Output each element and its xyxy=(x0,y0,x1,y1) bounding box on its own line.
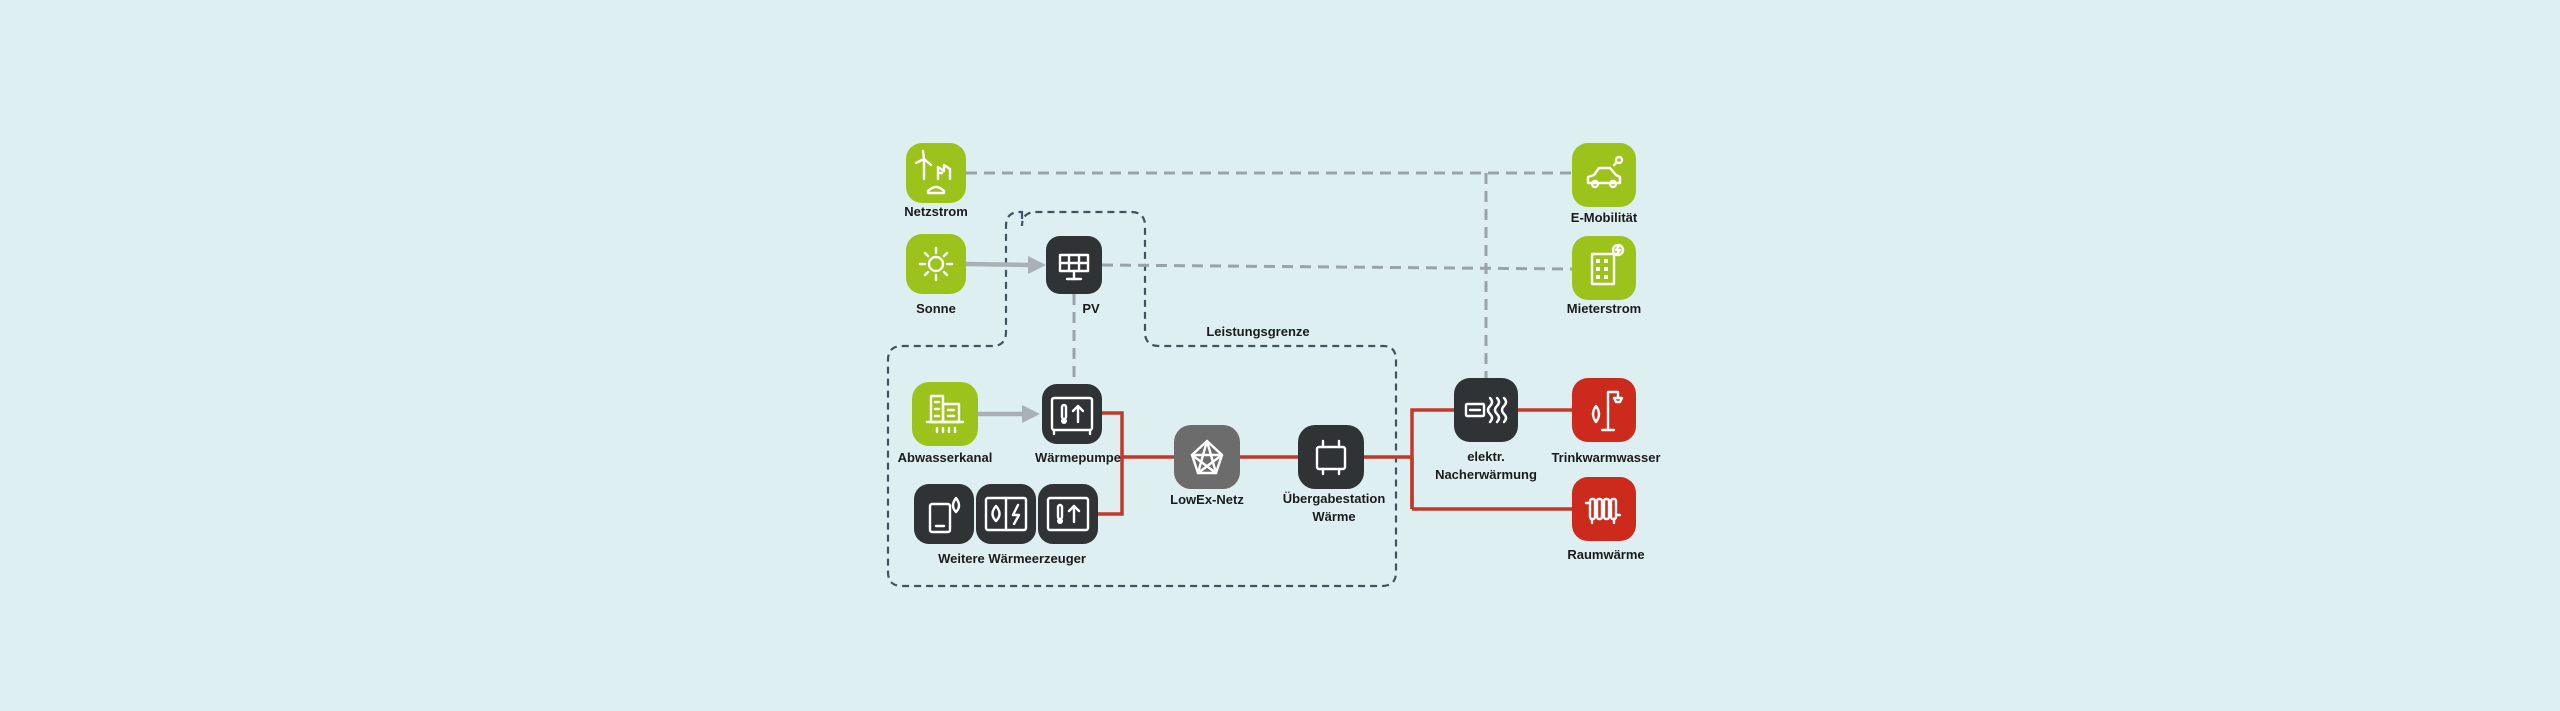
grid-connections xyxy=(966,171,1573,383)
weitere-tile-1 xyxy=(914,484,974,544)
netzstrom-label: Netzstrom xyxy=(904,204,968,219)
electric-heater-icon xyxy=(1464,396,1508,424)
raumwaerme-label: Raumwärme xyxy=(1567,547,1644,562)
gas-electric-icon xyxy=(984,496,1028,532)
heat-pump-icon xyxy=(1050,396,1094,436)
node-weitere-waermeerzeuger: Weitere Wärmeerzeuger xyxy=(914,484,1098,566)
power-grid-icon xyxy=(914,149,952,195)
nacherwaermung-label-line2: Nacherwärmung xyxy=(1435,467,1537,482)
conn-waermepumpe-lowex xyxy=(1102,411,1174,459)
waermepumpe-label: Wärmepumpe xyxy=(1035,450,1121,465)
node-abwasserkanal: Abwasserkanal xyxy=(898,382,993,465)
pv-label: PV xyxy=(1082,301,1100,316)
node-nacherwaermung: elektr. Nacherwärmung xyxy=(1435,378,1537,482)
weitere-label: Weitere Wärmeerzeuger xyxy=(938,551,1086,566)
network-icon xyxy=(1190,439,1224,475)
source-arrows xyxy=(965,256,1046,423)
nacherwaermung-tile xyxy=(1454,378,1518,442)
node-lowex-netz: LowEx-Netz xyxy=(1170,425,1244,507)
boiler-icon xyxy=(928,496,961,534)
conn-pv-mieterstrom xyxy=(1101,263,1573,271)
nacherwaermung-label-line1: elektr. xyxy=(1467,449,1505,464)
mieterstrom-label: Mieterstrom xyxy=(1567,301,1641,316)
heat-connections xyxy=(1098,408,1572,516)
tenant-building-icon xyxy=(1590,243,1625,286)
arrow-sonne-pv-head xyxy=(1028,256,1046,274)
emobilitaet-label: E-Mobilität xyxy=(1571,210,1638,225)
conn-weitere-lowex xyxy=(1098,457,1124,516)
uebergabe-label-line1: Übergabestation xyxy=(1283,491,1386,506)
sonne-label: Sonne xyxy=(916,301,956,316)
node-raumwaerme: Raumwärme xyxy=(1567,477,1645,562)
transfer-station-icon xyxy=(1315,439,1347,476)
node-trinkwarmwasser: Trinkwarmwasser xyxy=(1551,378,1661,465)
abwasserkanal-label: Abwasserkanal xyxy=(898,450,993,465)
heat-pump-icon xyxy=(1046,496,1090,532)
conn-split-nacherwaermung xyxy=(1410,408,1454,509)
emobilitaet-tile xyxy=(1572,143,1636,207)
boundary-label: Leistungsgrenze xyxy=(1206,324,1309,339)
sun-icon xyxy=(918,246,954,282)
trinkwarmwasser-label: Trinkwarmwasser xyxy=(1551,450,1660,465)
uebergabe-label-line2: Wärme xyxy=(1312,509,1355,524)
arrow-sonne-pv xyxy=(965,261,1031,268)
sewer-building-icon xyxy=(925,394,965,434)
node-uebergabestation: Übergabestation Wärme xyxy=(1283,425,1386,524)
netzstrom-tile xyxy=(906,143,966,203)
system-boundary xyxy=(886,210,1398,588)
electric-car-icon xyxy=(1586,155,1624,189)
node-waermepumpe: Wärmepumpe xyxy=(1035,384,1121,465)
abwasserkanal-tile xyxy=(912,382,978,446)
pv-tile xyxy=(1046,236,1102,294)
lowex-label: LowEx-Netz xyxy=(1170,492,1244,507)
sonne-tile xyxy=(906,234,966,294)
node-emobilitaet: E-Mobilität xyxy=(1571,143,1638,225)
node-sonne: Sonne xyxy=(906,234,966,316)
radiator-icon xyxy=(1584,497,1622,525)
node-pv: PV xyxy=(1046,236,1102,316)
solar-panel-icon xyxy=(1058,253,1090,281)
lowex-tile xyxy=(1174,425,1240,489)
node-mieterstrom: Mieterstrom xyxy=(1567,236,1641,316)
shower-icon xyxy=(1591,390,1624,432)
uebergabe-tile xyxy=(1298,425,1364,489)
trinkwarmwasser-tile xyxy=(1572,378,1636,442)
node-netzstrom: Netzstrom xyxy=(904,143,968,219)
arrow-abwasser-waermepumpe-head xyxy=(1022,405,1040,423)
